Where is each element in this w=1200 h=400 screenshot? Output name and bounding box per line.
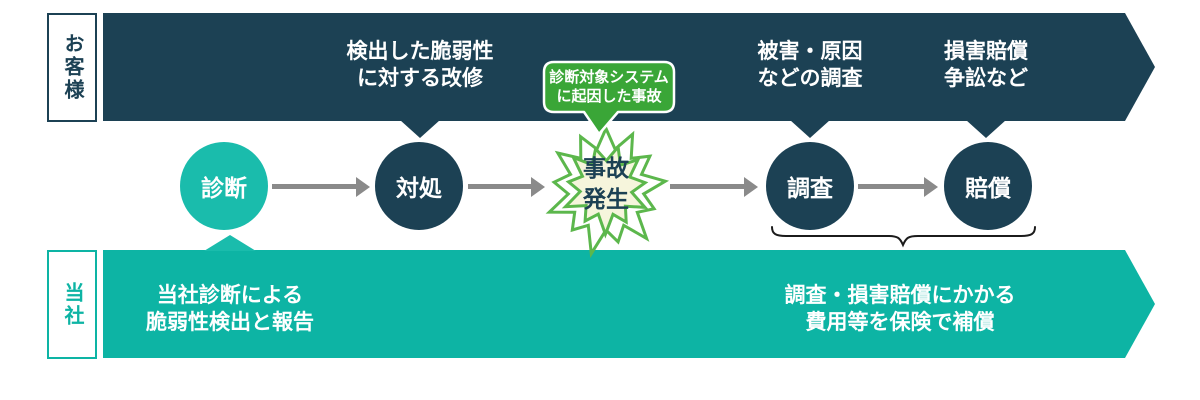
annotation-diagnosis-report-line2: 脆弱性検出と報告	[146, 311, 314, 334]
step-circle-shindan: 診断	[180, 142, 268, 230]
band-notch-baishou	[966, 120, 1006, 138]
band-connector-shindan	[204, 235, 256, 251]
arrow-taisho-to-incident	[468, 177, 545, 197]
customer-label-box: お客様	[47, 13, 97, 122]
annotation-diagnosis-report-line1: 当社診断による	[156, 284, 304, 307]
step-label-chousa: 調査	[787, 175, 833, 201]
company-label: 当社	[61, 281, 83, 328]
step-circle-taisho: 対処	[375, 142, 463, 230]
step-circle-baishou: 賠償	[944, 142, 1032, 230]
annotation-repair-line1: 検出した脆弱性	[346, 40, 494, 63]
company-label-box: 当社	[47, 250, 97, 359]
annotation-insurance: 調査・損害賠償にかかる 費用等を保険で補償	[770, 282, 1030, 336]
callout-label: 診断対象システム に起因した事故	[544, 62, 674, 112]
annotation-diagnosis-report: 当社診断による 脆弱性検出と報告	[120, 282, 340, 336]
band-notch-taisho	[400, 120, 440, 138]
callout-label-line1: 診断対象システム	[549, 68, 669, 86]
arrow-shindan-to-taisho	[272, 177, 370, 197]
incident-label-line2: 発生	[583, 186, 629, 212]
callout-label-line2: に起因した事故	[556, 88, 662, 105]
annotation-repair-line2: に対する改修	[357, 67, 483, 90]
annotation-compensation: 損害賠償 争訟など	[876, 38, 1096, 92]
arrow-incident-to-chousa	[670, 177, 758, 197]
step-label-baishou: 賠償	[965, 175, 1011, 201]
customer-label: お客様	[61, 33, 83, 102]
band-notch-chousa	[790, 120, 830, 138]
step-label-taisho: 対処	[396, 175, 442, 201]
step-label-shindan: 診断	[201, 175, 247, 201]
arrow-chousa-to-baishou	[858, 177, 938, 197]
incident-label-line1: 事故	[583, 155, 629, 181]
annotation-investigation-line2: などの調査	[757, 67, 863, 90]
annotation-insurance-line1: 調査・損害賠償にかかる	[784, 284, 1016, 307]
annotation-investigation-line1: 被害・原因	[757, 40, 863, 63]
annotation-compensation-line2: 争訟など	[944, 67, 1028, 90]
annotation-investigation: 被害・原因 などの調査	[700, 38, 920, 92]
step-circle-chousa: 調査	[766, 142, 854, 230]
annotation-insurance-line2: 費用等を保険で補償	[805, 311, 995, 334]
incident-label: 事故 発生	[546, 153, 666, 215]
company-lane-band	[103, 250, 1155, 358]
annotation-repair: 検出した脆弱性 に対する改修	[310, 38, 530, 92]
annotation-compensation-line1: 損害賠償	[944, 40, 1028, 63]
